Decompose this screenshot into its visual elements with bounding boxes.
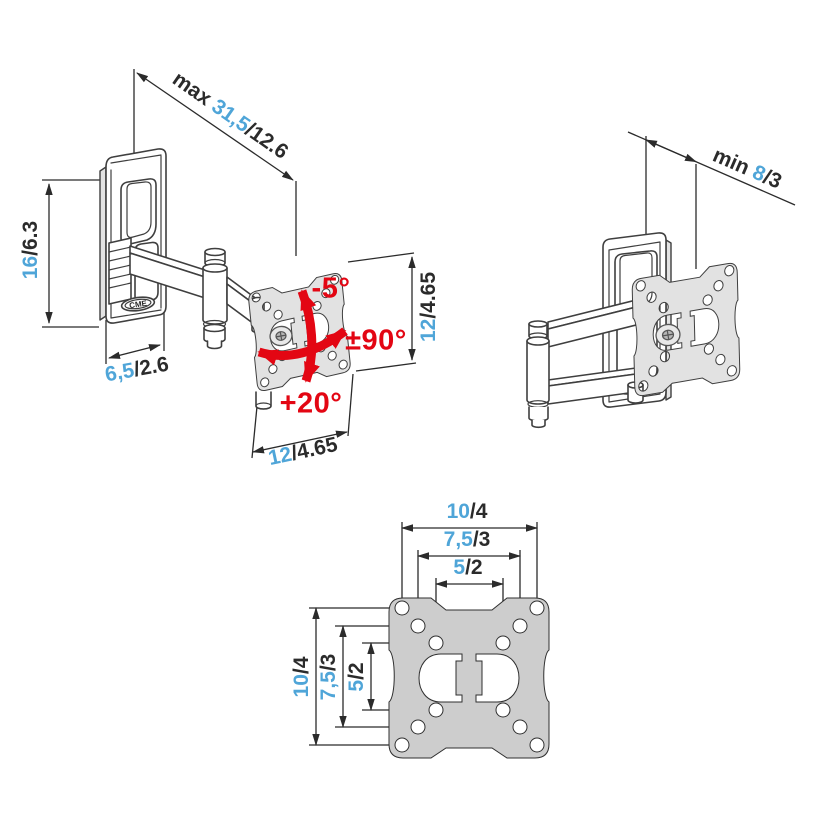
wall-plate: CME [99, 148, 167, 324]
angle-tilt-down: +20° [279, 387, 343, 420]
side-view-folded-drawing: CME [526, 131, 796, 429]
dim-vesa-v-50: 5/2 [345, 662, 368, 692]
side-view-extended-drawing: CME [42, 69, 417, 459]
dim-vesa-h-100: 10/4 [446, 500, 488, 523]
brand-logo-text: CME [129, 299, 149, 310]
dim-bracket-height: 16/6.3 [19, 220, 42, 280]
vesa-plate-iso-folded [631, 261, 741, 398]
dim-vesa-v-75: 7,5/3 [317, 653, 340, 701]
articulated-arm [129, 245, 272, 410]
dim-vesa-h-75: 7,5/3 [443, 528, 491, 551]
dimension-lines-folded [627, 131, 796, 269]
dim-vesa-v-100: 10/4 [290, 656, 313, 698]
vesa-plate-front-drawing [309, 522, 550, 759]
angle-tilt-up: -5° [311, 272, 351, 305]
vesa-plate-front-face [388, 597, 550, 759]
dimension-lines-extended [42, 69, 417, 459]
center-screw-folded [655, 323, 681, 347]
brand-badge: CME [120, 296, 156, 312]
rotation-arrows [257, 289, 348, 383]
dim-plate-height: 12/4.65 [417, 271, 440, 343]
dim-vesa-h-50: 5/2 [453, 556, 483, 579]
folded-arm [526, 299, 644, 429]
angle-swivel: ±90° [345, 324, 407, 357]
